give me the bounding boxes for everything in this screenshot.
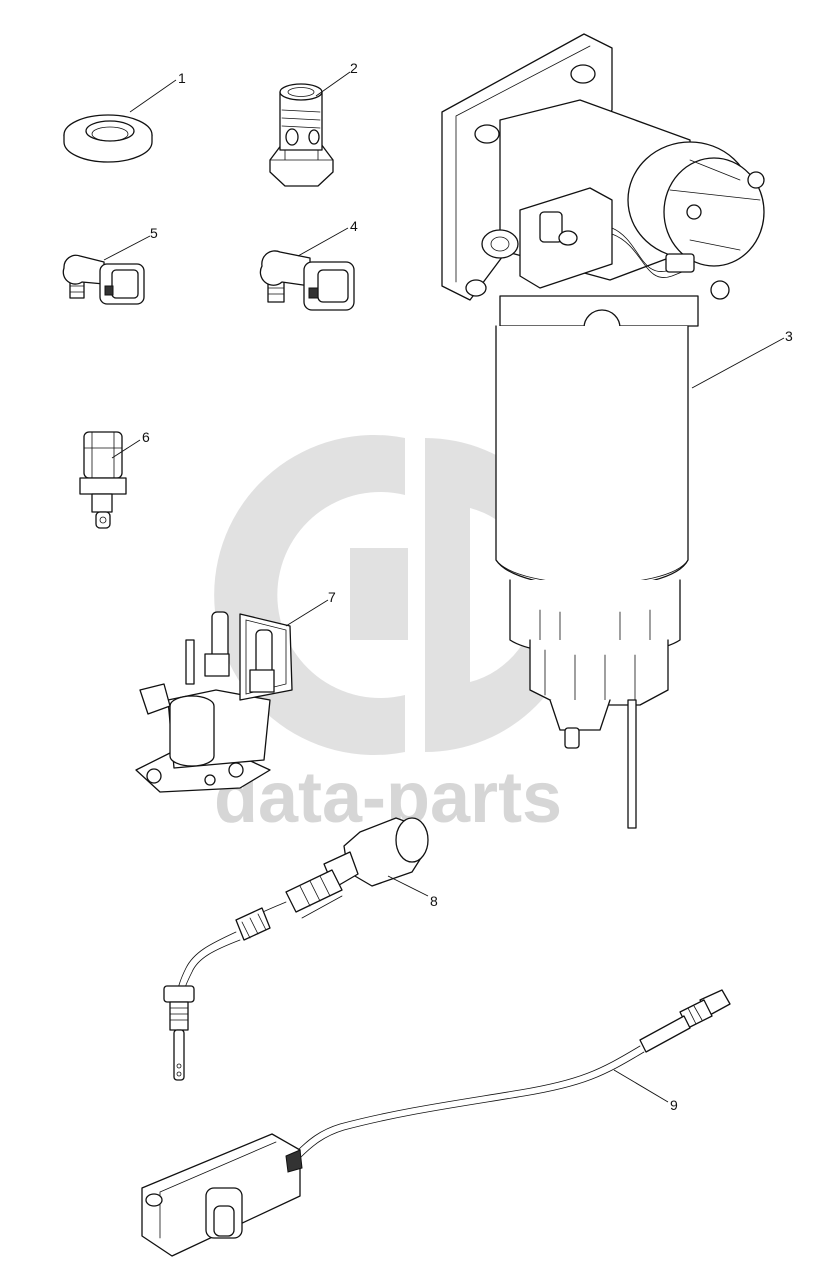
part-9-nox-sensor[interactable] bbox=[141, 989, 731, 1257]
callout-6[interactable]: 6 bbox=[142, 429, 150, 445]
callout-3[interactable]: 3 bbox=[785, 328, 793, 344]
part-4-elbow-connector[interactable] bbox=[259, 250, 355, 311]
part-8-exhaust-temp-sensor[interactable] bbox=[163, 817, 429, 1081]
callout-leaders bbox=[103, 71, 785, 1103]
part-5-elbow-connector[interactable] bbox=[62, 254, 145, 305]
part-1-washer[interactable] bbox=[63, 114, 153, 163]
part-7-dosing-valve[interactable] bbox=[135, 611, 293, 793]
callout-4[interactable]: 4 bbox=[350, 218, 358, 234]
callout-2[interactable]: 2 bbox=[350, 60, 358, 76]
callout-5[interactable]: 5 bbox=[150, 225, 158, 241]
callout-1[interactable]: 1 bbox=[178, 70, 186, 86]
part-6-temperature-sensor[interactable] bbox=[79, 431, 127, 529]
callout-9[interactable]: 9 bbox=[670, 1097, 678, 1113]
callout-numbers: 1 2 3 4 5 6 7 8 9 bbox=[142, 60, 793, 1113]
callout-8[interactable]: 8 bbox=[430, 893, 438, 909]
part-2-banjo-bolt[interactable] bbox=[269, 83, 334, 187]
callout-7[interactable]: 7 bbox=[328, 589, 336, 605]
part-3-fuel-filter[interactable] bbox=[441, 33, 765, 829]
